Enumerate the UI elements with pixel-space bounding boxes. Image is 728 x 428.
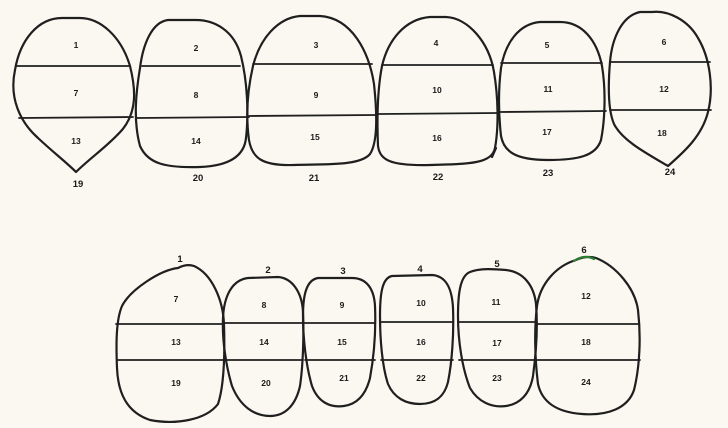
segment-divider: [249, 115, 376, 116]
segment-number: 8: [194, 90, 199, 100]
segment-number: 21: [339, 373, 349, 383]
segment-number: 8: [262, 300, 267, 310]
segment-number: 15: [310, 132, 320, 142]
upper-tooth-5: 5 11 17 23: [499, 22, 606, 179]
lower-tooth-3: 3 9 15 21: [303, 266, 375, 406]
tooth-label: 5: [494, 259, 500, 270]
segment-number: 18: [581, 337, 591, 347]
tip-accent-mark: [574, 257, 594, 261]
segment-number: 4: [434, 38, 439, 48]
upper-tooth-6: 6 12 18 24: [609, 12, 711, 178]
tooth-label: 4: [417, 264, 423, 275]
upper-tooth-1: 1 7 13 19: [13, 18, 134, 190]
tooth-label: 24: [665, 167, 676, 178]
tooth-outline: [247, 16, 376, 165]
segment-number: 22: [416, 373, 426, 383]
lower-tooth-6: 6 12 18 24: [535, 245, 640, 414]
segment-number: 23: [492, 373, 502, 383]
lower-tooth-2: 2 8 14 20: [223, 265, 304, 416]
segment-number: 11: [544, 84, 553, 94]
tooth-label: 22: [433, 172, 444, 183]
segment-number: 11: [492, 297, 501, 307]
segment-number: 2: [194, 43, 199, 53]
tooth-label: 2: [265, 265, 270, 276]
segment-number: 3: [314, 40, 319, 50]
lower-tooth-4: 4 10 16 22: [380, 264, 453, 404]
segment-number: 12: [659, 84, 669, 94]
segment-number: 9: [340, 300, 345, 310]
segment-number: 7: [74, 88, 79, 98]
segment-number: 12: [581, 291, 591, 301]
upper-tooth-2: 2 8 14 20: [136, 20, 249, 184]
segment-number: 1: [74, 40, 79, 50]
segment-number: 6: [662, 37, 667, 47]
segment-number: 14: [191, 136, 201, 146]
segment-number: 14: [259, 337, 269, 347]
segment-number: 9: [314, 90, 319, 100]
tooth-label: 21: [309, 173, 320, 184]
tooth-label: 1: [177, 254, 183, 265]
tooth-label: 19: [73, 179, 84, 190]
segment-number: 16: [432, 133, 442, 143]
lower-tooth-1: 1 7 13 19: [116, 254, 224, 422]
upper-tooth-4: 4 10 16 22: [377, 17, 498, 183]
tooth-label: 3: [340, 266, 345, 277]
segment-number: 10: [416, 298, 426, 308]
segment-number: 15: [337, 337, 347, 347]
tooth-label: 23: [543, 168, 554, 179]
segment-number: 16: [416, 337, 426, 347]
segment-number: 10: [432, 85, 442, 95]
segment-number: 13: [71, 136, 81, 146]
segment-divider: [137, 117, 249, 118]
tooth-label: 6: [581, 245, 586, 256]
lower-row: 1 7 13 19 2 8 14 20 3 9 15 21: [116, 245, 640, 422]
segment-divider: [19, 117, 133, 118]
segment-number: 24: [581, 377, 591, 387]
lower-tooth-5: 5 11 17 23: [458, 259, 537, 406]
tooth-outline: [535, 257, 639, 414]
segment-divider: [378, 113, 498, 114]
segment-number: 20: [261, 378, 271, 388]
tooth-label: 20: [193, 173, 204, 184]
segment-number: 7: [174, 294, 179, 304]
segment-number: 18: [657, 128, 667, 138]
upper-tooth-3: 3 9 15 21: [247, 16, 376, 184]
segment-number: 19: [171, 378, 181, 388]
segment-number: 13: [171, 337, 181, 347]
segment-number: 5: [545, 40, 550, 50]
segment-number: 17: [542, 127, 552, 137]
segment-number: 17: [492, 338, 502, 348]
segment-divider: [500, 111, 606, 112]
upper-row: 1 7 13 19 2 8 14 20 3 9 15 21: [13, 12, 711, 190]
